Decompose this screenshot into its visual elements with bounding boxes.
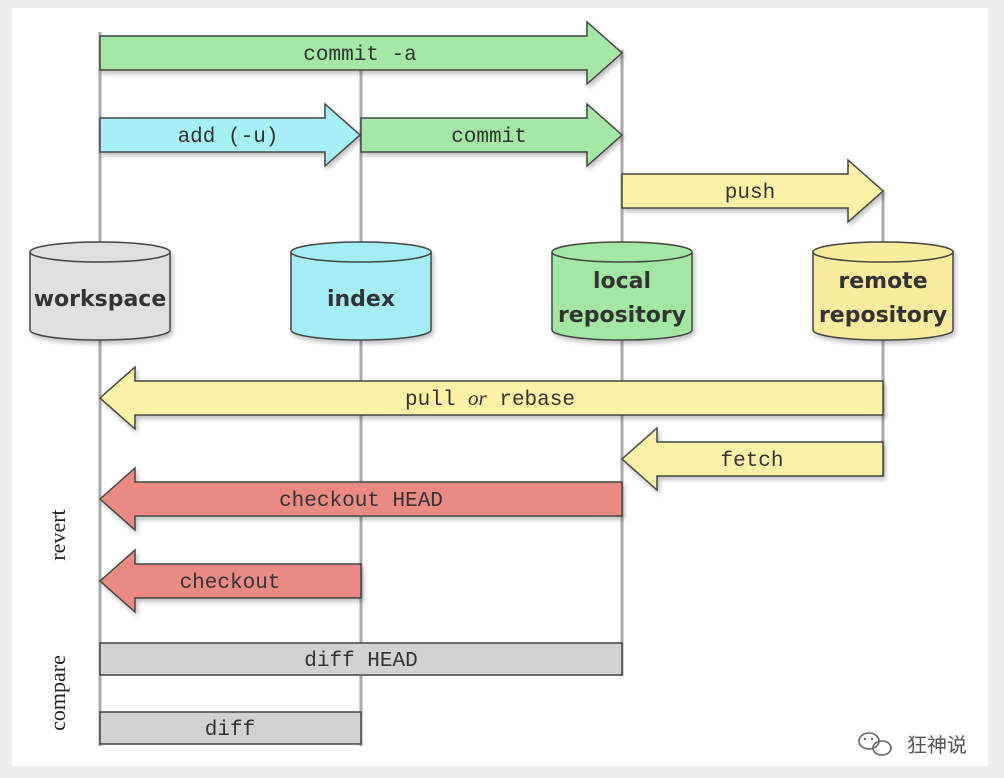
add-arrow: add (-u) bbox=[99, 102, 362, 168]
workspace-node bbox=[29, 241, 171, 341]
pull-or-rebase-label: pull or rebase bbox=[405, 386, 575, 412]
compare-side-label: compare bbox=[45, 655, 70, 731]
push-label: push bbox=[725, 182, 775, 205]
commit-a-arrow: commit -a bbox=[99, 20, 624, 86]
commit-a-label: commit -a bbox=[303, 44, 416, 67]
diff-head-label: diff HEAD bbox=[304, 650, 417, 673]
push-arrow: push bbox=[621, 158, 885, 224]
wechat-icon bbox=[858, 732, 892, 756]
local-repository-node bbox=[551, 241, 693, 341]
remote-repository-node bbox=[812, 241, 954, 341]
diff-head-bar: diff HEAD bbox=[99, 642, 623, 676]
checkout-head-arrow: checkout HEAD bbox=[98, 466, 623, 532]
remote-repository-label-line1: remote bbox=[838, 269, 927, 294]
checkout-head-label: checkout HEAD bbox=[279, 490, 443, 513]
remote-repository-label-line2: repository bbox=[819, 303, 947, 328]
index-label: index bbox=[327, 287, 395, 312]
add-label: add (-u) bbox=[178, 126, 279, 149]
checkout-label: checkout bbox=[180, 572, 281, 595]
checkout-arrow: checkout bbox=[98, 548, 362, 614]
fetch-label: fetch bbox=[720, 450, 783, 473]
watermark: 狂神说 bbox=[858, 732, 967, 757]
diff-label: diff bbox=[205, 719, 255, 742]
commit-label: commit bbox=[451, 126, 527, 149]
pull-or-rebase-arrow: pull or rebase bbox=[98, 365, 884, 431]
local-repository-label-line1: local bbox=[593, 269, 651, 294]
revert-side-label: revert bbox=[45, 509, 70, 560]
commit-arrow: commit bbox=[360, 102, 624, 168]
fetch-arrow: fetch bbox=[620, 426, 884, 492]
watermark-text: 狂神说 bbox=[907, 734, 967, 757]
index-node bbox=[290, 241, 432, 341]
diff-bar: diff bbox=[99, 711, 362, 745]
local-repository-label-line2: repository bbox=[558, 303, 686, 328]
workspace-label: workspace bbox=[34, 287, 167, 312]
